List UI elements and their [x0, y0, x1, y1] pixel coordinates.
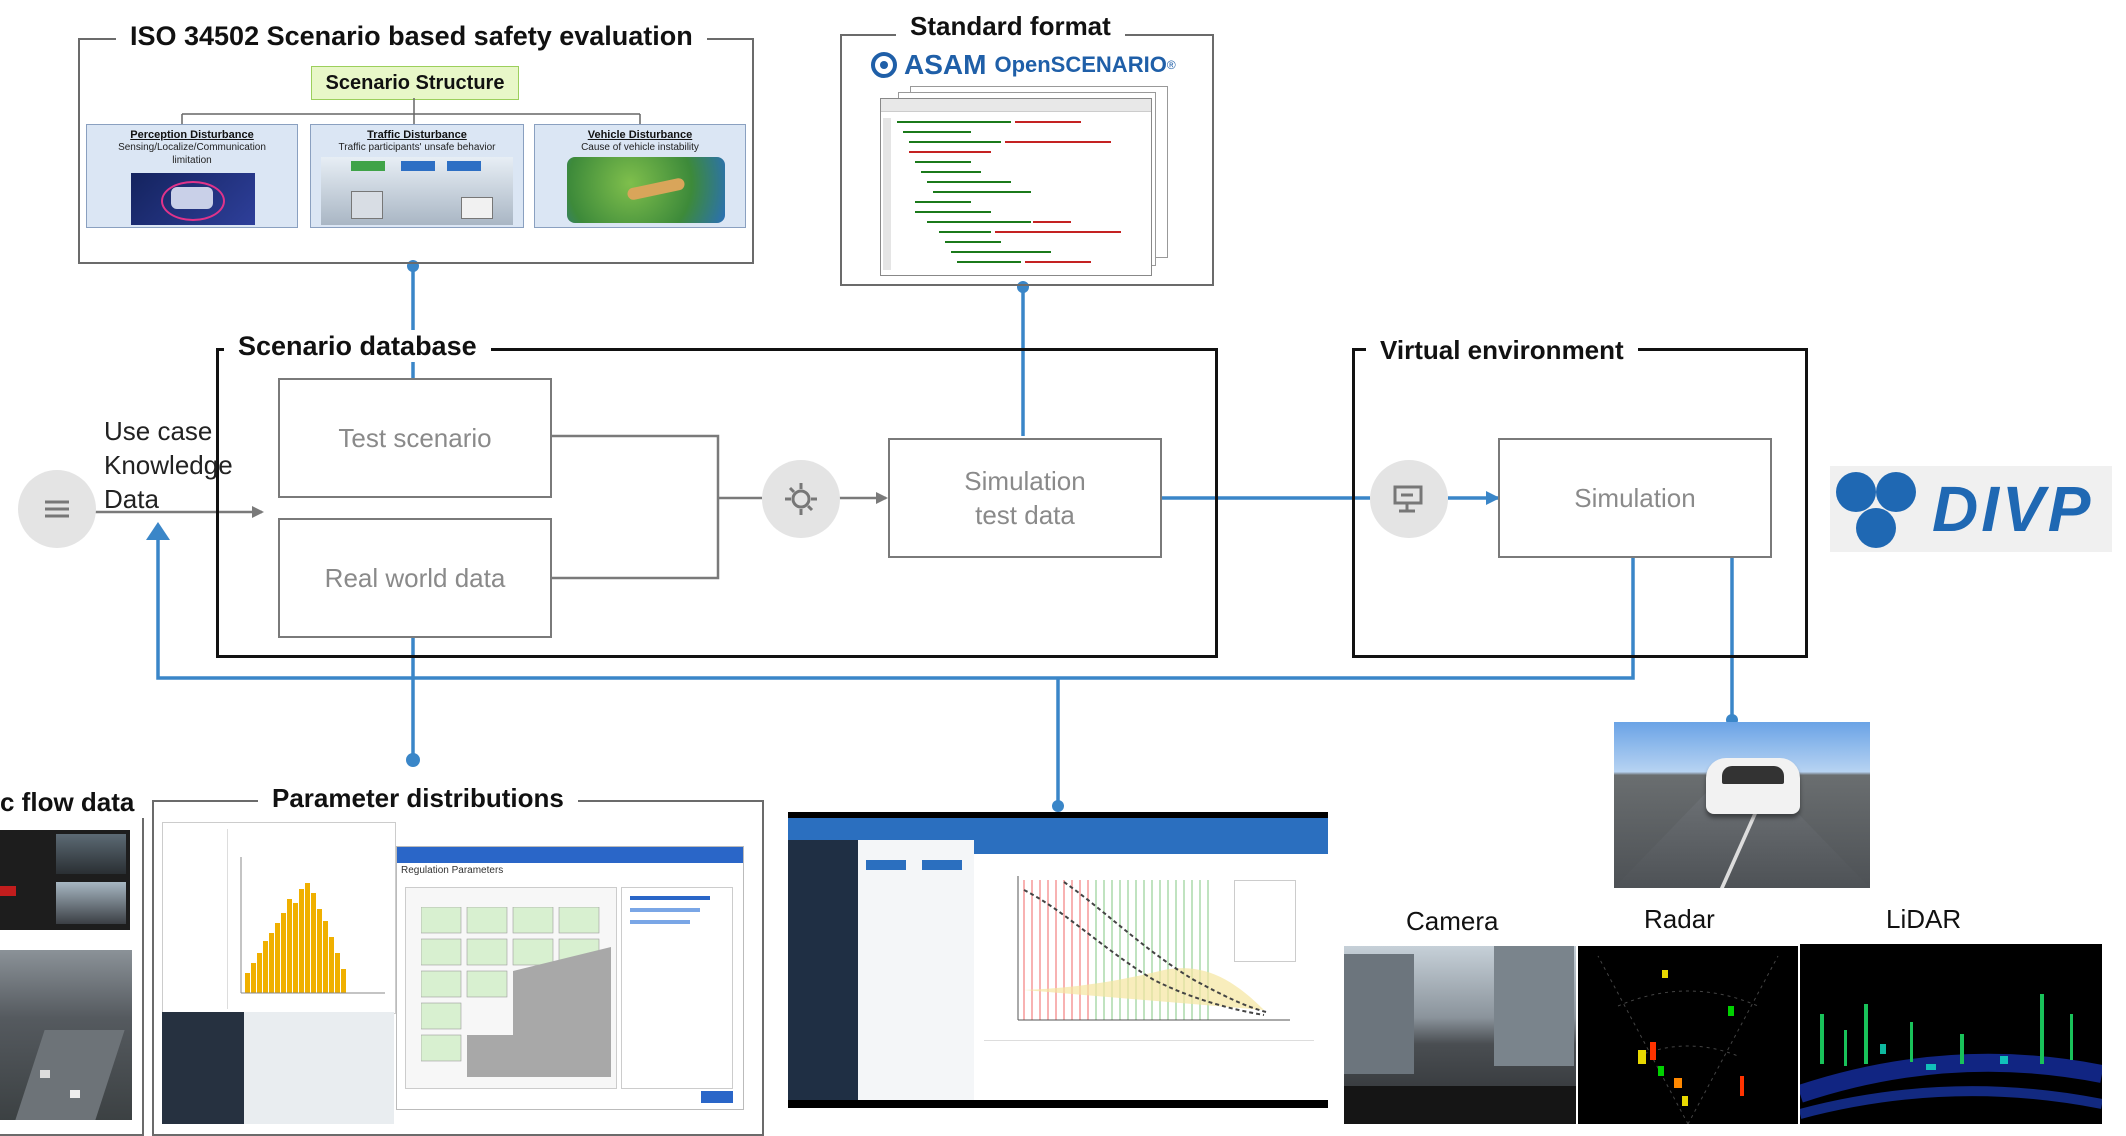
data-source-circle	[18, 470, 96, 548]
xml-code-lines	[883, 118, 1121, 270]
radar-sensor-image	[1578, 946, 1798, 1124]
scenario-structure-label: Scenario Structure	[311, 66, 519, 100]
camera-sensor-image	[1344, 946, 1576, 1124]
database-icon	[45, 500, 69, 518]
analysis-app-sidebar	[788, 840, 858, 1100]
divp-wordmark: DIVP	[1932, 473, 2094, 545]
analysis-chart-area	[974, 840, 1328, 1100]
radar-label: Radar	[1644, 904, 1715, 934]
histogram-bars	[240, 857, 385, 994]
real-world-data-node: Real world data	[278, 518, 552, 638]
monitor-circle	[1370, 460, 1448, 538]
registered-mark: ®	[1166, 58, 1176, 72]
traffic-disturbance-title: Traffic Disturbance	[367, 129, 467, 141]
traffic-disturbance-card: Traffic Disturbance Traffic participants…	[310, 124, 524, 228]
traffic-illustration	[321, 157, 513, 225]
traffic-camera-grid-screenshot	[0, 830, 130, 930]
perception-disturbance-desc: Sensing/Localize/Communication limitatio…	[118, 142, 266, 166]
lidar-point-cloud	[1800, 994, 2102, 1119]
lidar-label: LiDAR	[1886, 904, 1962, 934]
divp-logo-icon	[1836, 472, 1916, 548]
perception-disturbance-title: Perception Disturbance	[130, 129, 254, 141]
input-knowledge-label: Knowledge	[104, 450, 233, 480]
asam-wordmark: ASAM	[904, 49, 987, 80]
structure-tree-lines	[181, 98, 641, 124]
scenario-database-title: Scenario database	[224, 330, 491, 362]
monitor-icon	[1393, 485, 1423, 513]
simulation-render-image	[1614, 722, 1870, 888]
gear-process-circle	[762, 460, 840, 538]
radar-points	[1597, 955, 1779, 1124]
iso-34502-title: ISO 34502 Scenario based safety evaluati…	[116, 20, 707, 52]
camera-label: Camera	[1406, 906, 1499, 936]
analysis-stripe-chart	[1017, 876, 1290, 1021]
regulation-app-header	[397, 847, 743, 863]
scenario-analysis-app-screenshot	[788, 812, 1328, 1108]
regulation-panel-title: Regulation Parameters	[401, 865, 504, 876]
simulation-test-data-line2: test data	[975, 500, 1075, 530]
openscenario-xml-document	[880, 98, 1152, 276]
light-preview-panel	[244, 1012, 394, 1124]
virtual-environment-title: Virtual environment	[1366, 334, 1638, 366]
perception-disturbance-card: Perception Disturbance Sensing/Localize/…	[86, 124, 298, 228]
openscenario-wordmark: OpenSCENARIO	[994, 52, 1167, 77]
traffic-disturbance-desc: Traffic participants' unsafe behavior	[338, 142, 496, 153]
dark-preview-panel	[162, 1012, 244, 1124]
blue-connector-lines	[156, 262, 1734, 806]
simulation-test-data-node: Simulation test data	[888, 438, 1162, 558]
analysis-app-topbar	[788, 818, 1328, 840]
traffic-flow-title: c flow data	[0, 786, 149, 818]
asam-logo-icon	[871, 52, 897, 78]
scenario-database-frame	[216, 348, 1218, 658]
vehicle-disturbance-desc: Cause of vehicle instability	[581, 142, 699, 153]
traffic-road-photo	[0, 950, 132, 1120]
vehicle-disturbance-title: Vehicle Disturbance	[587, 129, 693, 141]
vehicle-illustration	[567, 157, 725, 223]
analysis-app-list-panel	[858, 840, 974, 1100]
perception-illustration	[131, 173, 255, 225]
histogram-tool-screenshot	[162, 822, 396, 1014]
parameter-distributions-title: Parameter distributions	[258, 782, 578, 814]
divp-logo: DIVP	[1830, 466, 2112, 552]
regulation-parameters-screenshot: Regulation Parameters	[396, 846, 744, 1110]
vehicle-disturbance-card: Vehicle Disturbance Cause of vehicle ins…	[534, 124, 746, 228]
input-data-label: Data	[104, 484, 159, 514]
simulation-node: Simulation	[1498, 438, 1772, 558]
gear-icon	[785, 483, 817, 515]
standard-format-title: Standard format	[896, 10, 1125, 42]
input-use-case-label: Use case	[104, 416, 213, 446]
asam-openscenario-logo: ASAM OpenSCENARIO ®	[870, 48, 1176, 82]
regulation-grid	[421, 907, 611, 1077]
lidar-sensor-image	[1800, 944, 2102, 1124]
simulation-test-data-line1: Simulation	[964, 466, 1086, 496]
test-scenario-node: Test scenario	[278, 378, 552, 498]
